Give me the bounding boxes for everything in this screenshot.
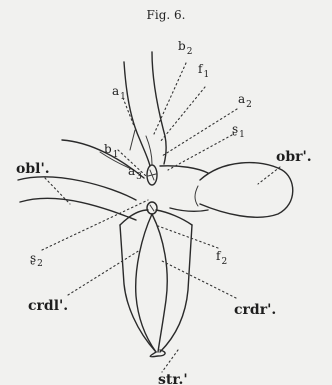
label-a2: a2	[238, 92, 252, 110]
right-branch	[160, 163, 293, 218]
label-b2: b2	[178, 39, 192, 57]
label-a3: a3	[128, 164, 142, 182]
label-b1: b1	[104, 142, 118, 160]
label-str: str.'	[158, 372, 188, 385]
label-a1: a1	[112, 84, 126, 102]
label-f2: f2	[216, 249, 227, 267]
label-obr: obr'.	[276, 149, 312, 165]
upper-column	[124, 52, 166, 166]
label-obl: obl'.	[16, 161, 50, 177]
label-crdr: crdr'.	[234, 302, 276, 318]
lower-body	[120, 210, 192, 357]
label-g1: ʂ1	[232, 122, 245, 140]
leader-lines	[42, 63, 280, 372]
central-nodes	[147, 165, 157, 214]
label-f1: f1	[198, 62, 209, 80]
left-branch	[18, 140, 144, 220]
label-crdl: crdl'.	[28, 298, 68, 314]
label-g2: ʂ2	[30, 251, 43, 269]
